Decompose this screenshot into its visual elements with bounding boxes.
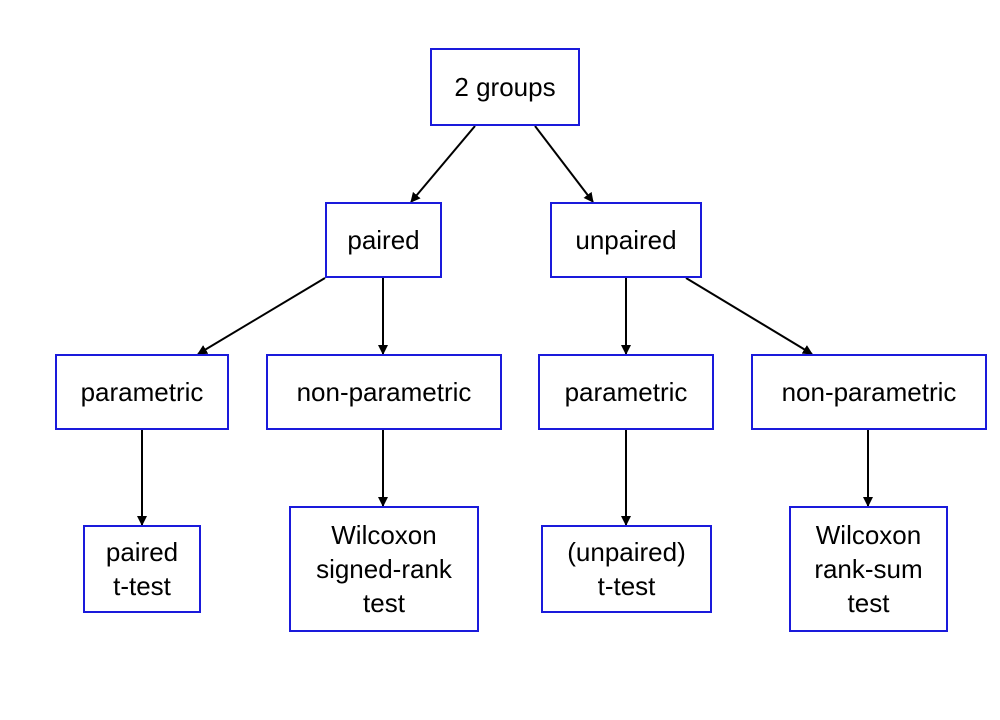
node-label: parametric xyxy=(80,377,204,407)
node-label: paired t-test xyxy=(105,537,179,601)
node-unpaired-non-parametric: non-parametric xyxy=(751,354,987,430)
node-paired-parametric: parametric xyxy=(55,354,229,430)
node-label: Wilcoxon rank-sum test xyxy=(814,520,923,618)
edge-root-to-unpaired xyxy=(534,125,594,203)
node-2-groups: 2 groups xyxy=(430,48,580,126)
node-wilcoxon-signed-rank-test: Wilcoxon signed-rank test xyxy=(289,506,479,632)
node-label: 2 groups xyxy=(454,72,556,102)
node-wilcoxon-rank-sum-test: Wilcoxon rank-sum test xyxy=(789,506,948,632)
node-paired-t-test: paired t-test xyxy=(83,525,201,613)
node-paired: paired xyxy=(325,202,442,278)
node-label: unpaired xyxy=(575,225,677,255)
node-label: paired xyxy=(347,225,420,255)
node-unpaired: unpaired xyxy=(550,202,702,278)
node-label: parametric xyxy=(564,377,688,407)
node-label: (unpaired) t-test xyxy=(567,537,686,601)
edge-root-to-paired xyxy=(410,125,476,203)
node-label: Wilcoxon signed-rank test xyxy=(316,520,452,618)
node-paired-non-parametric: non-parametric xyxy=(266,354,502,430)
edge-paired-to-parametric xyxy=(197,277,326,355)
node-label: non-parametric xyxy=(296,377,472,407)
node-unpaired-parametric: parametric xyxy=(538,354,714,430)
edge-unpaired-to-nonparametric xyxy=(685,277,813,355)
node-unpaired-t-test: (unpaired) t-test xyxy=(541,525,712,613)
node-label: non-parametric xyxy=(781,377,957,407)
